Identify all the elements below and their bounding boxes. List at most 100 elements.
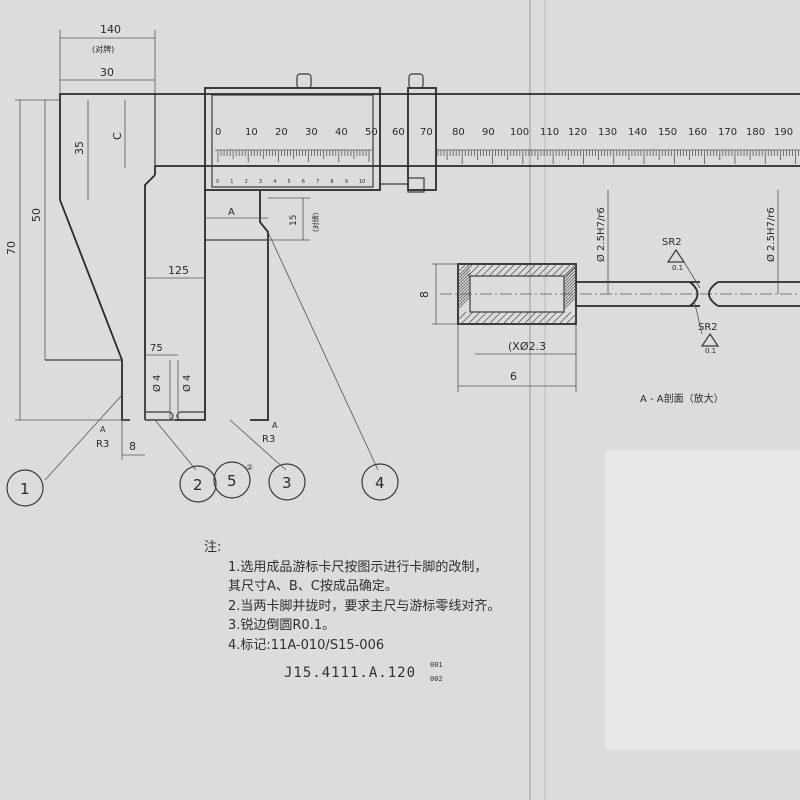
hatch-line (474, 263, 488, 277)
svg-text:140: 140 (100, 23, 121, 36)
hatch-line (563, 272, 577, 286)
vernier-fine-label: 1 (230, 179, 233, 185)
hatch-line (457, 281, 471, 295)
hatch-line (572, 320, 577, 325)
svg-text:SR2: SR2 (662, 237, 682, 248)
hatch-line (509, 311, 523, 325)
hatch-line (481, 263, 495, 277)
vernier-fine-label: 0 (216, 179, 219, 185)
hatch-line (474, 311, 488, 325)
main-ticks (437, 150, 799, 164)
vernier-label: 20 (275, 127, 288, 138)
dim-35: 35 (73, 100, 89, 200)
hatch-line (467, 311, 481, 325)
svg-text:70: 70 (5, 241, 18, 255)
svg-text:75: 75 (150, 343, 163, 354)
vernier-label: 30 (305, 127, 318, 138)
svg-text:1: 1 (20, 480, 30, 498)
hatch-line (457, 272, 471, 286)
svg-text:A: A (228, 207, 235, 218)
main-scale-label: 90 (482, 127, 495, 138)
main-scale-label: 100 (510, 127, 529, 138)
dim-30: 30 (60, 66, 155, 81)
hatch-line (457, 290, 471, 304)
dim-8: 8 (121, 420, 145, 460)
r3-left: R3 (96, 439, 109, 450)
hatch-line (537, 263, 551, 277)
hatch-line (530, 263, 544, 277)
vernier-fine-label: 4 (273, 179, 276, 185)
svg-text:125: 125 (168, 264, 189, 277)
svg-text:0.1: 0.1 (672, 264, 683, 272)
hatch-line (495, 263, 509, 277)
hatch-line (563, 281, 577, 295)
svg-text:SR2: SR2 (698, 322, 718, 333)
vernier-label: 0 (215, 127, 221, 138)
note-line-4: 3.锐边倒圆R0.1。 (228, 618, 336, 633)
svg-text:(对牌): (对牌) (311, 212, 320, 232)
movable-jaw (145, 190, 269, 421)
svg-text:50: 50 (30, 208, 43, 222)
hatch-line (457, 284, 471, 298)
balloon-2: 2 (179, 465, 217, 503)
svg-text:30: 30 (100, 66, 114, 79)
section-caption: A - A剖面（放大） (640, 392, 724, 405)
hatch-line (544, 311, 558, 325)
hatch-line (523, 263, 537, 277)
dim-phi4: Ø 4 Ø 4 (144, 360, 193, 420)
hatch-line (563, 296, 577, 310)
vernier-fine-label: 8 (330, 179, 333, 185)
vernier-fine-label: 6 (302, 179, 305, 185)
main-scale-label: 130 (598, 127, 617, 138)
svg-text:15: 15 (289, 215, 299, 226)
main-scale-label: 170 (718, 127, 737, 138)
svg-text:②: ② (246, 463, 253, 472)
hatch-line (516, 311, 530, 325)
svg-text:Ø 2.5H7/r6: Ø 2.5H7/r6 (595, 207, 607, 262)
hatch-line (457, 296, 471, 310)
slider (204, 73, 437, 193)
main-scale-label: 80 (452, 127, 465, 138)
svg-text:C: C (111, 132, 124, 140)
drawing-number-sup-2: 002 (430, 675, 443, 683)
dim-C: C (111, 100, 126, 168)
hatch-line (481, 311, 495, 325)
fixed-jaw (45, 93, 156, 421)
hatch-line (558, 263, 572, 277)
main-scale-label: 150 (658, 127, 677, 138)
hatch-line (516, 263, 530, 277)
hatch-line (563, 275, 577, 289)
note-line-3: 2.当两卡脚并拢时，要求主尺与游标零线对齐。 (228, 598, 501, 614)
vernier-label: 10 (245, 127, 258, 138)
dim-75: 75 (145, 343, 178, 356)
hatch-line (537, 311, 551, 325)
note-line-5: 4.标记:11A-010/S15-006 (228, 637, 385, 653)
hatch-line (551, 311, 565, 325)
svg-text:(对牌): (对牌) (92, 44, 114, 54)
hatch-line (467, 263, 481, 277)
notes-title: 注: (204, 540, 222, 555)
hatch-line (523, 311, 537, 325)
hatch-line (509, 263, 523, 277)
hatch-line (495, 311, 509, 325)
hatch-line (563, 263, 577, 277)
svg-text:Ø 4: Ø 4 (151, 375, 163, 392)
main-beam (154, 93, 800, 167)
hatch-line (563, 290, 577, 304)
svg-text:3: 3 (282, 474, 292, 492)
section-aa: 8 (XØ2.3 6 Ø 2.5H7/r6 Ø 2.5H7/r6 SR2 0.1… (418, 190, 800, 405)
dim-A: A (205, 207, 268, 219)
balloon-4: 4 (361, 463, 399, 501)
dim-125: 125 (145, 264, 205, 279)
hatch-line (563, 284, 577, 298)
notes-block: 注: 1.选用成品游标卡尺按图示进行卡脚的改制， 其尺寸A、B、C按成品确定。 … (204, 538, 500, 655)
main-scale-label: 140 (628, 127, 647, 138)
vernier-fine-label: 2 (245, 179, 248, 185)
hatch-line (563, 278, 577, 292)
svg-text:8: 8 (418, 291, 431, 298)
svg-text:6: 6 (510, 370, 517, 383)
r3-right: R3 (262, 434, 275, 445)
balloon-1: 1 (6, 469, 44, 507)
